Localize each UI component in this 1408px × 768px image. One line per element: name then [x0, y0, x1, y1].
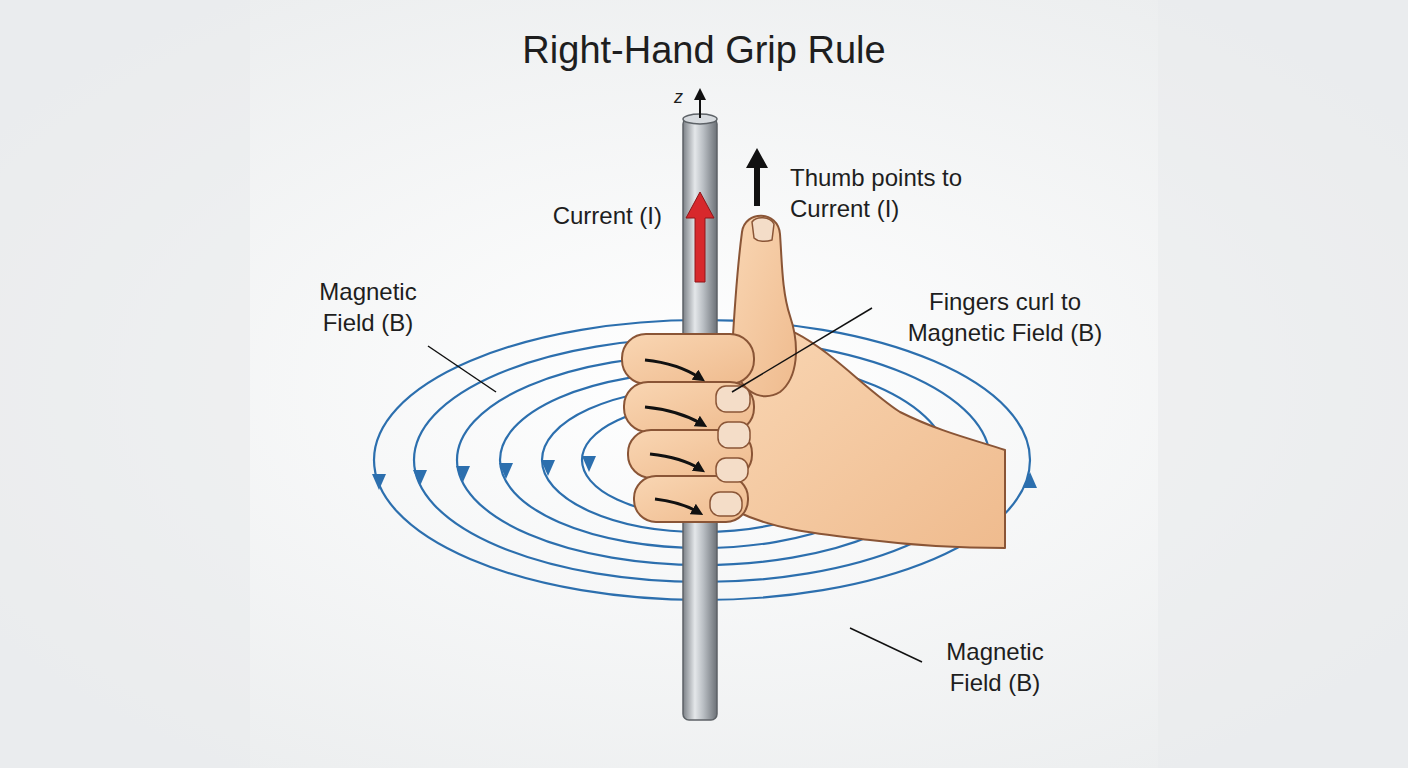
finger: [622, 334, 754, 384]
side-panel: [0, 0, 250, 768]
curl-arrows: [645, 360, 702, 512]
fingernail: [718, 422, 750, 448]
fingernail: [716, 458, 748, 482]
finger: [634, 476, 748, 522]
fingernail: [710, 492, 742, 516]
right-hand: [622, 216, 1005, 548]
fingernail: [716, 386, 750, 412]
current-label: Current (I): [553, 200, 662, 231]
side-panel: [1158, 0, 1408, 768]
leader-lines: [428, 308, 922, 662]
fingers-callout: Fingers curl to Magnetic Field (B): [880, 286, 1130, 348]
thumb-callout: Thumb points to Current (I): [790, 162, 990, 224]
field-label: Magnetic Field (B): [925, 636, 1065, 698]
thumbnail: [752, 218, 774, 242]
z-axis: [699, 98, 701, 118]
current-arrow: [686, 192, 714, 282]
axis-label: z: [674, 86, 683, 109]
diagram-title: Right-Hand Grip Rule: [0, 26, 1408, 75]
thumb-direction-arrow: [746, 148, 768, 206]
z-axis-head: [694, 88, 706, 100]
field-label: Magnetic Field (B): [298, 276, 438, 338]
